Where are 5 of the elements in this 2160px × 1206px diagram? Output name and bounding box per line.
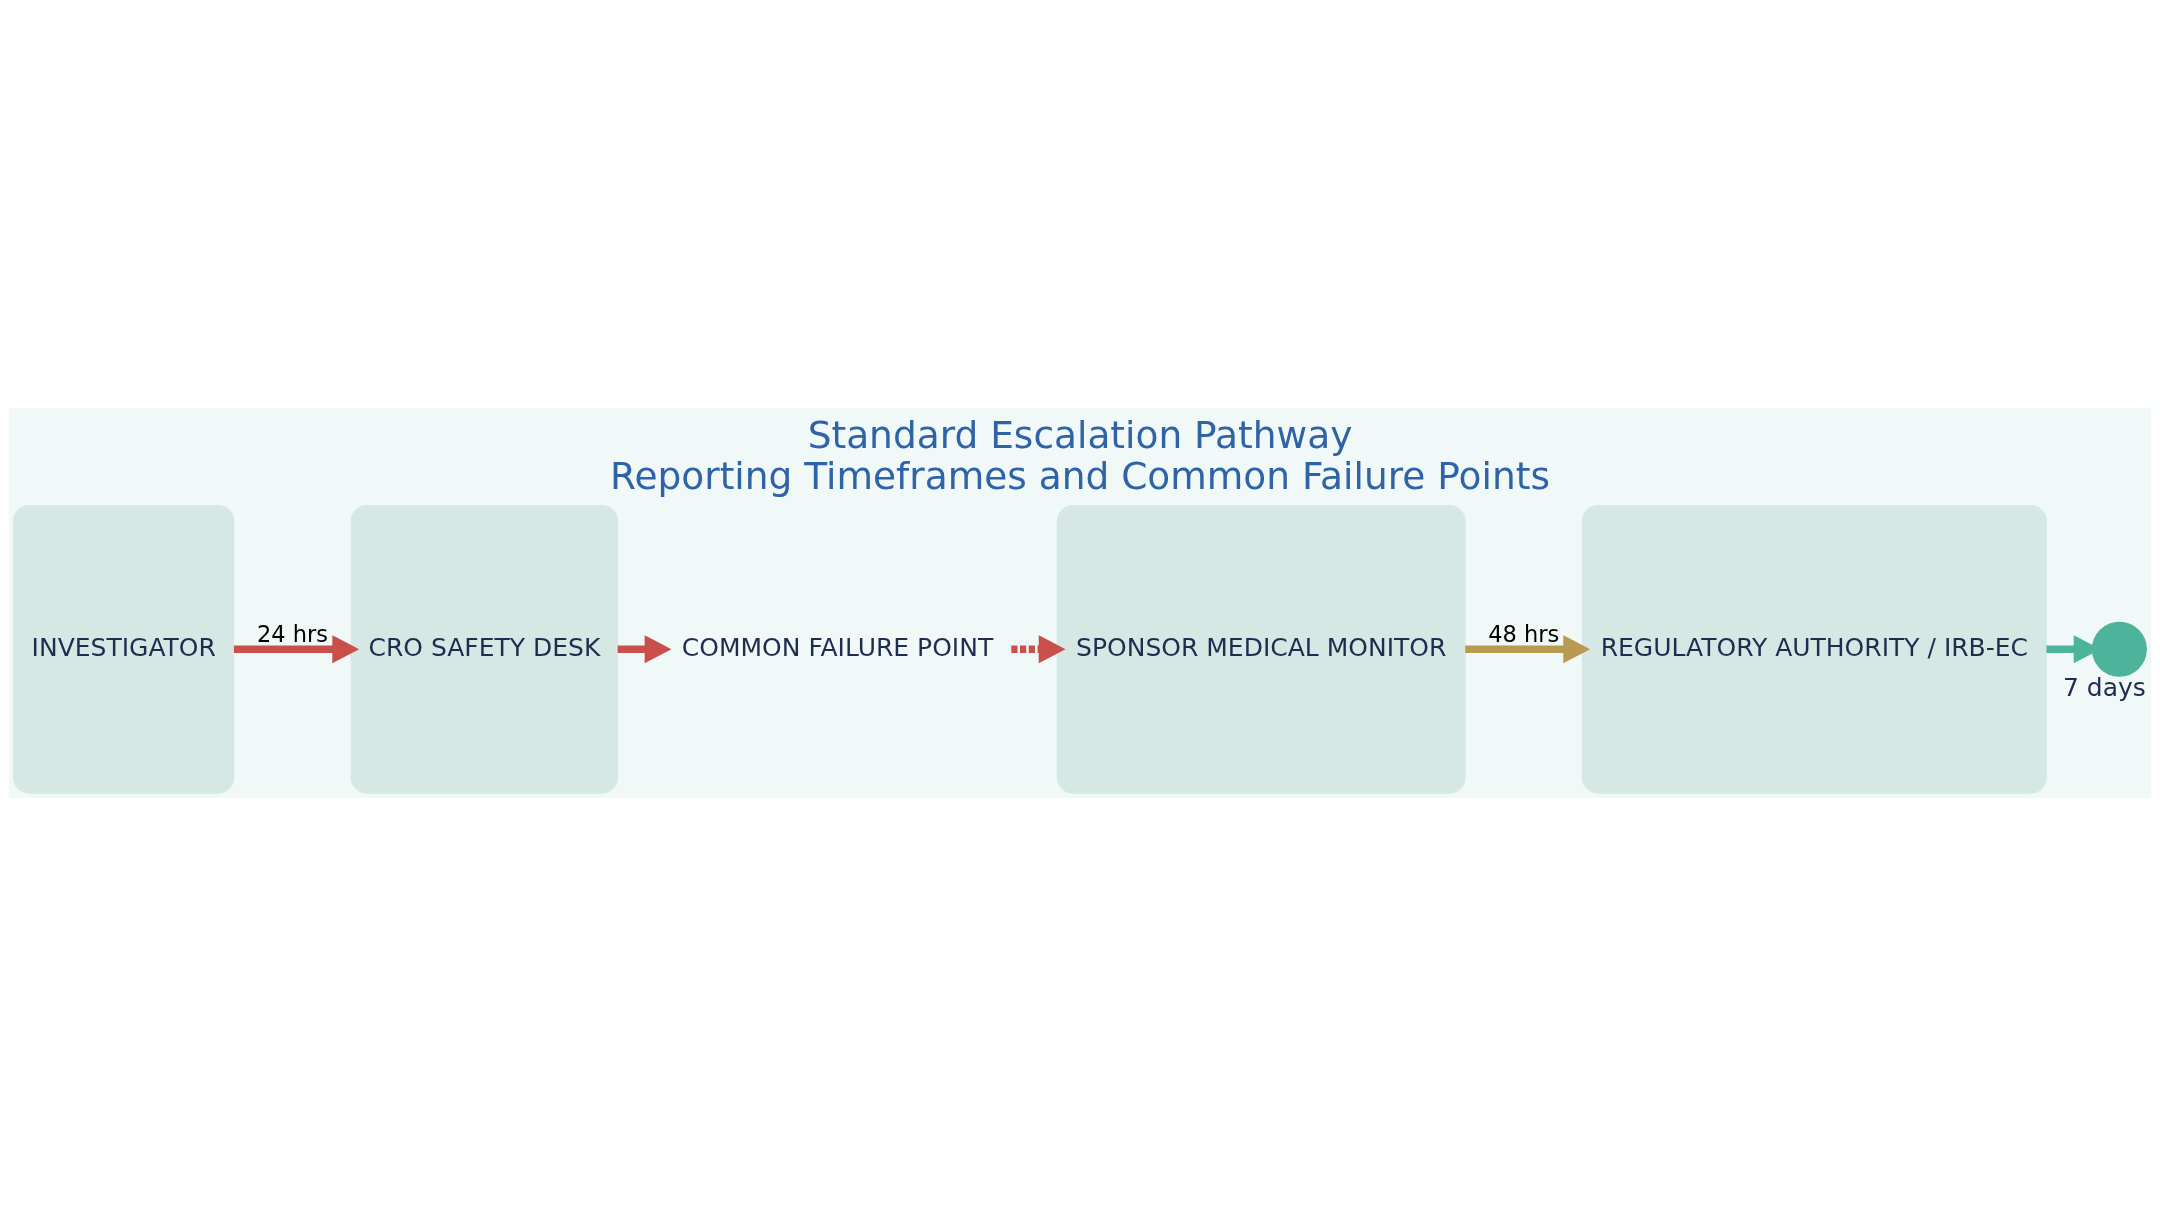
node-text: COMMON FAILURE POINT (681, 632, 994, 662)
node-label: 7 days (2062, 673, 2146, 703)
diagram-title: Standard Escalation Pathway (807, 413, 1353, 457)
edge-label: 48 hrs (1488, 621, 1560, 648)
edge-label: 24 hrs (256, 621, 329, 648)
